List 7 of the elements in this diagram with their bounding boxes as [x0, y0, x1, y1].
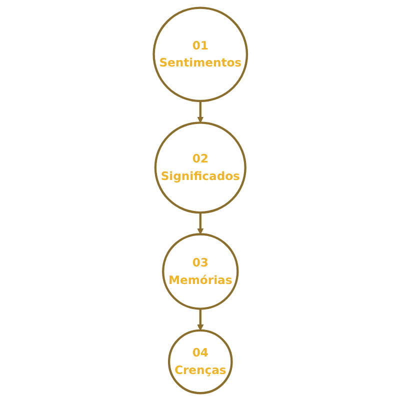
- node-circle: 04 Crenças: [168, 329, 232, 394]
- node-circle: 02 Significados: [154, 122, 246, 214]
- arrow: [196, 308, 204, 331]
- arrow: [196, 212, 204, 235]
- node-circle: 01 Sentimentos: [152, 6, 248, 102]
- node-circle: 03 Memórias: [162, 233, 238, 310]
- arrow: [196, 101, 204, 123]
